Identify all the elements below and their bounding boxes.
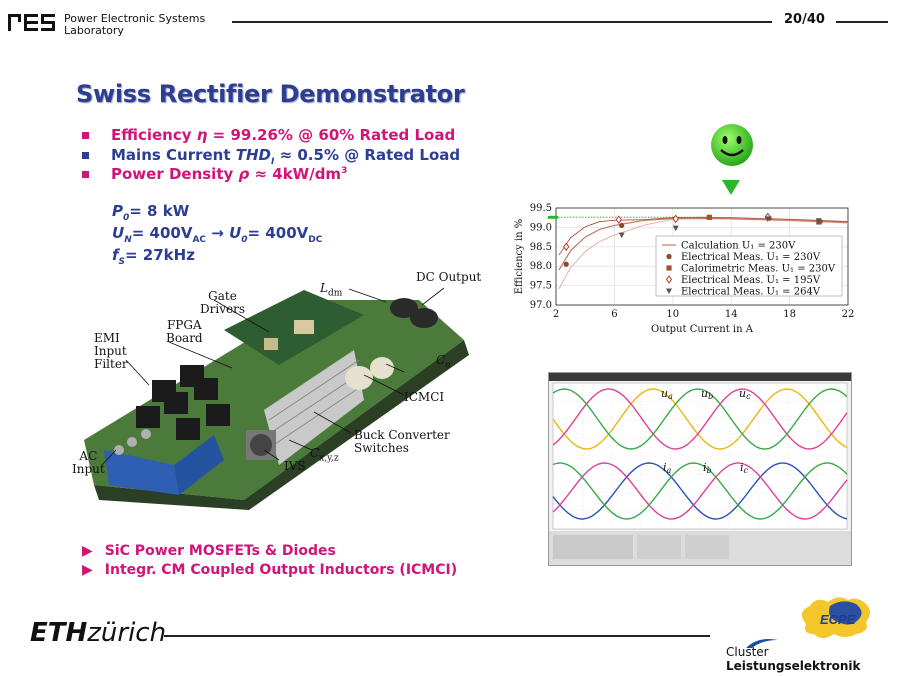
data-point-triangle-down [618, 232, 625, 239]
lab-name: Power Electronic Systems Laboratory [64, 13, 205, 37]
footer-divider [164, 635, 710, 637]
voltage-waveform [552, 388, 848, 450]
y-tick-label: 99.5 [530, 203, 552, 214]
voltage-waveform [552, 388, 848, 450]
voltage-waveform [552, 388, 848, 450]
param-p0: P0= 8 kW [112, 202, 190, 224]
eth-logo: ETHzürich [30, 618, 167, 648]
data-point-diamond [615, 215, 622, 225]
data-point-triangle-down [815, 218, 822, 224]
y-tick-label: 97.0 [530, 300, 552, 311]
y-tick-label: 97.5 [530, 281, 552, 292]
board-illustration [84, 287, 469, 510]
data-point-triangle-down [764, 216, 771, 222]
triangle-bullet-icon: ▶ [82, 543, 93, 559]
triangle-bullet-icon: ▶ [82, 562, 93, 578]
y-axis-label: Efficiency in % [514, 219, 525, 295]
series-line-264v [558, 218, 849, 290]
smiley-icon [711, 124, 753, 166]
bullet-marker [82, 132, 89, 139]
scope-measure-box [637, 535, 681, 559]
parameter-block: P0= 8 kW UN= 400VAC → U0= 400VDC fS= 27k… [112, 204, 322, 270]
legend-swatch-circle [666, 253, 672, 260]
param-un-uo: UN= 400VAC → U0= 400VDC [112, 224, 323, 246]
feature-icmci: ▶Integr. CM Coupled Output Inductors (IC… [82, 562, 458, 578]
label-co: Co [436, 353, 451, 371]
ecpe-logo: ECPE [801, 597, 870, 638]
legend-swatch-square [666, 265, 672, 271]
legend-entry: Calorimetric Meas. U₁ = 230V [681, 264, 836, 275]
series-line-195v [558, 216, 849, 256]
bullet-marker [82, 152, 89, 159]
pes-logo [8, 14, 55, 31]
x-tick-label: 10 [666, 309, 679, 320]
label-ib: ib [703, 461, 712, 475]
lab-name-line2: Laboratory [64, 24, 124, 37]
current-waveform [552, 462, 848, 520]
legend-box [655, 235, 843, 297]
x-tick-label: 2 [553, 309, 559, 320]
label-cxyz: Cx,y,z [310, 446, 339, 464]
current-waveform [552, 462, 848, 520]
data-point-diamond [563, 242, 570, 252]
y-tick-label: 98.5 [530, 242, 552, 253]
scope-measure-box [553, 535, 633, 559]
legend-entry: Electrical Meas. U₁ = 264V [681, 287, 821, 298]
y-tick-label: 99.0 [530, 222, 552, 233]
cluster-swoosh-icon [746, 639, 778, 648]
y-tick-label: 98.0 [530, 261, 552, 272]
legend-entry: Electrical Meas. U₁ = 195V [681, 275, 821, 286]
x-tick-label: 22 [842, 309, 855, 320]
slide-title: Swiss Rectifier Demonstrator [76, 80, 465, 108]
series-line-calculation [558, 217, 849, 271]
efficiency-chart: 2 6 10 14 18 22 97.0 97.5 98.0 98.5 99.0 99.5Output… [514, 203, 855, 335]
data-point-circle [619, 222, 625, 229]
x-axis-label: Output Current in A [651, 324, 754, 335]
header-divider [232, 21, 772, 23]
plot-frame [555, 207, 849, 306]
label-ivs: IVS [284, 459, 306, 473]
page-number: 20/40 [784, 12, 825, 27]
label-dc-output: DC Output [416, 270, 482, 284]
x-tick-label: 18 [783, 309, 796, 320]
legend-entry: Calculation U₁ = 230V [681, 241, 796, 252]
scope-measure-box [685, 535, 729, 559]
current-waveform [552, 462, 848, 520]
legend-swatch-diamond [665, 275, 673, 284]
feature-sic: ▶SiC Power MOSFETs & Diodes [82, 543, 336, 559]
data-point-diamond [672, 214, 679, 224]
scope-menu-bar [549, 373, 851, 381]
x-tick-label: 6 [611, 309, 617, 320]
bullet-marker [82, 171, 89, 178]
label-icmci: ICMCI [404, 390, 445, 404]
bullet-efficiency: Efficiency η = 99.26% @ 60% Rated Load [82, 126, 455, 144]
lab-name-line1: Power Electronic Systems [64, 12, 206, 25]
label-ia: ia [663, 461, 672, 475]
label-ic: ic [740, 461, 749, 475]
header-divider-right [836, 21, 888, 23]
bullet-thd: Mains Current THDI ≈ 0.5% @ Rated Load [82, 146, 460, 167]
bullet-power-density: Power Density ρ ≈ 4kW/dm3 [82, 165, 347, 183]
data-point-triangle-down [672, 225, 679, 232]
legend-entry: Electrical Meas. U₁ = 230V [681, 252, 821, 263]
down-arrow-icon [722, 180, 740, 195]
data-point-square [706, 214, 712, 220]
data-point-circle [563, 261, 569, 267]
cluster-logo: Cluster Leistungselektronik [726, 645, 861, 673]
x-tick-label: 14 [725, 309, 738, 320]
param-fs: fS= 27kHz [112, 246, 195, 268]
legend-swatch-triangle [666, 288, 672, 294]
svg-text:ECPE: ECPE [820, 612, 856, 627]
label-ldm: Ldm [320, 281, 343, 299]
